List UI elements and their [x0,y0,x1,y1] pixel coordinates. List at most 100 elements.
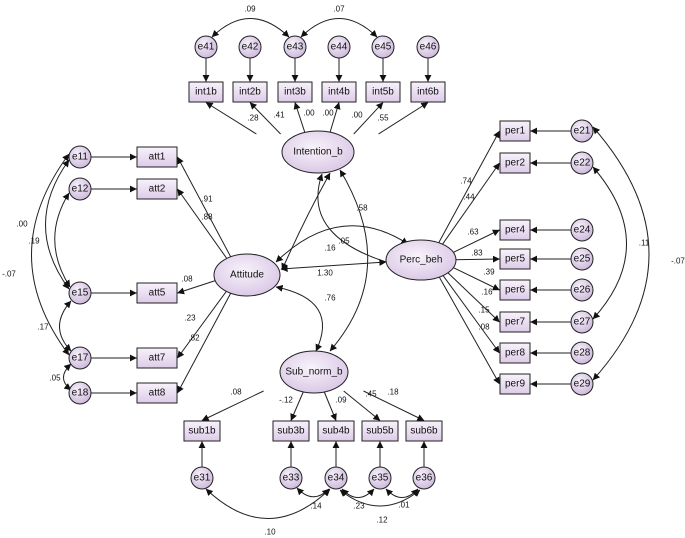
cov-e21-e29 [592,126,650,381]
coef-per-5: .16 [481,288,493,297]
indicator-per5-label: per5 [505,254,525,265]
indicator-sub5b-label: sub5b [366,426,394,437]
error-e15 [68,281,92,305]
loading-arrow-att1 [177,156,233,259]
loading-arrow-sub1b [201,390,264,421]
indicator-att2-label: att2 [149,184,166,195]
coef-per-4: .39 [483,268,495,277]
cov-att-sub [275,284,324,352]
loading-arrow-int4b [329,102,341,135]
loading-arrow-per9 [437,274,500,385]
loading-arrow-att8 [177,291,233,394]
cov-e41-e43 [211,18,290,38]
loading-arrow-att2 [177,188,229,261]
error-e12 [68,177,92,201]
error-e17-label: e17 [72,353,89,364]
cov-att-perc [280,258,387,273]
error-e28-label: e28 [574,348,591,359]
coef-per-6: .15 [478,306,490,315]
coef-int-5: .55 [377,114,389,123]
coef-per-3: .83 [471,249,483,258]
coef-int-4: .00 [351,111,363,120]
coef-int-sub: .58 [356,204,368,213]
error-e46-label: e46 [420,42,437,53]
cov-e17-e18 [63,363,72,391]
error-e22 [570,151,594,175]
coef-sub-2: .09 [335,396,347,405]
indicator-att7 [136,347,178,369]
coef-att-perc: 1.30 [317,269,333,278]
cov-int-att [281,172,331,271]
cov-e34-e35 [341,488,375,498]
error-e21-label: e21 [574,126,591,137]
indicator-sub4b-label: sub4b [322,426,350,437]
indicator-int2b [232,81,268,103]
cov-e43-e45 [300,18,378,38]
indicator-int1b-label: int1b [195,87,217,98]
coef-cov-e35-e36: .01 [398,501,410,510]
indicator-per2-label: per2 [505,158,525,169]
loading-arrow-per6 [450,265,500,291]
indicator-per6 [499,279,531,301]
loading-arrow-per5 [452,255,500,263]
indicator-att2 [136,178,178,200]
cov-e31-e34 [205,488,331,519]
error-e41-label: e41 [198,42,215,53]
coef-cov-e11-e17: -.07 [2,270,16,279]
error-e46 [416,35,440,59]
error-e29-label: e29 [574,379,591,390]
indicator-sub1b [183,420,221,442]
error-e24-label: e24 [574,225,591,236]
indicator-int1b [188,81,224,103]
error-e15-label: e15 [72,288,89,299]
indicator-per1-label: per1 [505,126,525,137]
indicator-att7-label: att7 [149,353,166,364]
latent-intention-label: Intention_b [293,147,343,158]
coef-att-2: .08 [181,275,193,284]
coef-att-0: .91 [201,195,213,204]
latent-sub-norm [279,350,349,394]
indicator-int4b-label: int4b [328,87,350,98]
cov-int-sub [329,169,369,352]
indicator-att5 [136,282,178,304]
indicator-sub5b [361,420,399,442]
loading-arrow-sub5b [343,390,381,421]
loading-arrow-sub4b [323,390,337,421]
cov-e11-e15 [45,159,70,290]
latent-attitude [213,253,281,297]
cov-e15-e17 [59,300,72,352]
error-e31-label: e31 [194,473,211,484]
error-e22-label: e22 [574,158,591,169]
coef-cov-e34-e35: .23 [353,502,365,511]
cov-e12-e15 [54,192,71,288]
cov-e11-e17 [31,153,70,356]
error-e18 [68,381,92,405]
indicator-int5b [365,81,401,103]
indicator-per7 [499,311,531,333]
error-e33-label: e33 [283,473,300,484]
indicator-int4b [321,81,357,103]
error-e11-label: e11 [72,152,88,163]
indicator-att1-label: att1 [149,152,166,163]
indicator-per5 [499,248,531,270]
loading-arrow-int3b [293,102,306,135]
error-e44-label: e44 [331,42,348,53]
indicator-per1 [499,120,531,142]
coef-sub-1: -.12 [279,396,293,405]
coef-cov-e34-e36: .12 [376,516,388,525]
indicator-sub3b [272,420,310,442]
loading-arrow-int6b [378,102,429,135]
indicator-int6b [410,81,446,103]
error-e29 [570,372,594,396]
error-e11 [68,145,92,169]
indicator-per8-label: per8 [505,348,525,359]
error-e27 [570,310,594,334]
cov-e34-e36 [339,489,421,507]
error-e43-label: e43 [287,42,304,53]
latent-attitude-label: Attitude [230,270,264,281]
loading-arrow-per4 [450,229,500,255]
coef-cov-e12-e15: .19 [28,237,40,246]
error-e21 [570,119,594,143]
indicator-int2b-label: int2b [239,87,261,98]
loading-arrow-int1b [205,102,257,135]
